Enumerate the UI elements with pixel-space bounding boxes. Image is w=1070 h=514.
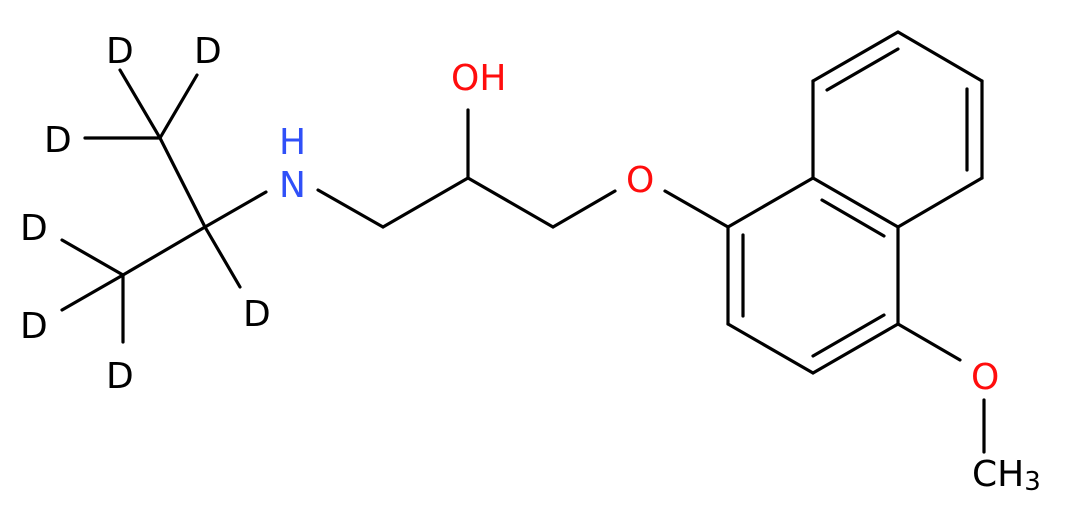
ring-bond-3	[811, 322, 900, 375]
methoxy-oxygen-label: O	[971, 357, 999, 398]
bond-ca-cb	[158, 136, 207, 229]
deuterium-label: D	[243, 294, 271, 335]
deuterium-label: D	[20, 208, 48, 249]
ring-bond-5	[811, 176, 900, 229]
bond-cc-d5	[60, 238, 125, 277]
deuterium-label: D	[194, 31, 222, 72]
hydroxyl-label: OH	[451, 58, 506, 99]
ring-bond-9	[896, 30, 984, 83]
deuterium-label: D	[106, 31, 134, 72]
bond-cb-d4	[203, 225, 242, 289]
ring-bond-3-inner	[811, 313, 886, 358]
ring-bond-8	[811, 30, 900, 83]
amine-h-label: H	[279, 122, 306, 163]
bond-c2-c3	[466, 176, 555, 229]
ring-bond-8-inner	[825, 47, 900, 92]
methyl-subscript: 3	[1024, 467, 1041, 497]
bond-ar-ome	[896, 322, 962, 362]
bond-cc-d6	[60, 273, 125, 312]
bonds	[60, 30, 986, 454]
ring-bond-6	[726, 176, 815, 229]
bond-cb-n	[203, 190, 268, 229]
deuterium-label: D	[44, 120, 72, 161]
bond-c1-c2	[381, 176, 470, 229]
amine-n-label: N	[279, 165, 306, 206]
ether-oxygen-label: O	[626, 160, 654, 201]
ring-bond-2	[726, 322, 815, 375]
deuterium-label: D	[20, 306, 48, 347]
ring-bond-11	[896, 176, 984, 229]
bond-ca-d2	[158, 73, 199, 140]
bond-ca-d1	[118, 68, 162, 140]
ring-bond-5-inner	[820, 198, 886, 238]
methyl-label: CH3	[972, 454, 1041, 497]
bond-cb-cc	[121, 225, 207, 277]
atom-labels: D D D D D D D H N OH O O CH3	[20, 31, 1041, 497]
bond-n-c1	[316, 188, 385, 229]
bond-c3-o	[551, 189, 617, 229]
deuterium-label: D	[106, 356, 134, 397]
methyl-ch: CH	[972, 454, 1024, 495]
bond-o-ar	[663, 189, 730, 229]
